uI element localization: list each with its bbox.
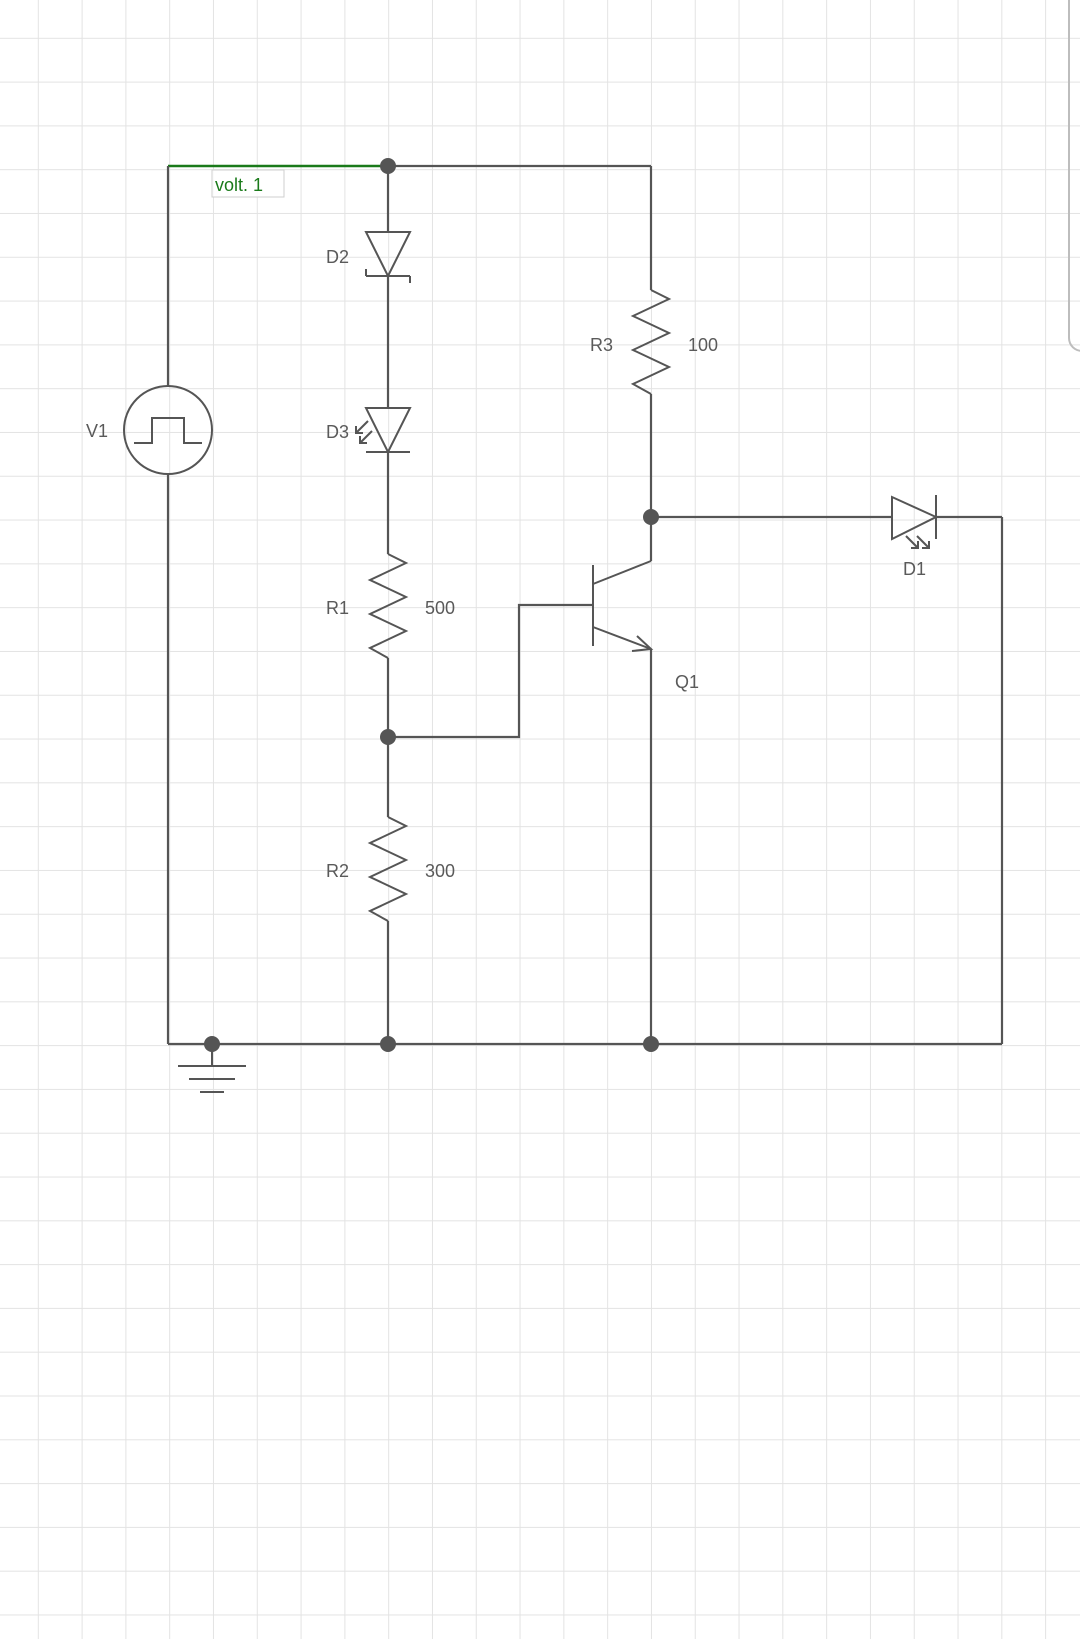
voltage-probe[interactable]: volt. 1 <box>211 169 285 198</box>
d3-label: D3 <box>326 422 349 442</box>
emitter-arrow-icon <box>631 635 654 652</box>
junction-node[interactable] <box>204 1036 220 1052</box>
junction-node[interactable] <box>643 1036 659 1052</box>
r2-value: 300 <box>425 861 455 881</box>
side-panel-handle[interactable] <box>1068 0 1080 352</box>
wire-base[interactable] <box>388 603 593 739</box>
npn-transistor-q1[interactable] <box>592 560 654 652</box>
junction-node[interactable] <box>380 729 396 745</box>
voltage-source-v1[interactable] <box>123 385 213 475</box>
incoming-light-arrows-icon <box>355 420 373 444</box>
r1-value: 500 <box>425 598 455 618</box>
square-wave-icon <box>134 417 202 444</box>
voltage-probe-label: volt. 1 <box>215 175 263 195</box>
light-emission-arrows-icon <box>905 535 930 549</box>
r3-label: R3 <box>590 335 613 355</box>
r2-label: R2 <box>326 861 349 881</box>
wires <box>166 164 1004 1046</box>
d2-label: D2 <box>326 247 349 267</box>
zener-diode-d2[interactable] <box>364 231 412 283</box>
junction-node[interactable] <box>380 158 396 174</box>
resistor-r1[interactable] <box>367 553 409 659</box>
q1-label: Q1 <box>675 672 699 692</box>
d1-label: D1 <box>903 559 926 579</box>
r1-label: R1 <box>326 598 349 618</box>
led-d1[interactable] <box>891 495 939 549</box>
junction-node[interactable] <box>643 509 659 525</box>
junction-node[interactable] <box>380 1036 396 1052</box>
junction-nodes <box>204 158 659 1052</box>
photodiode-d3[interactable] <box>355 407 412 455</box>
v1-label: V1 <box>86 421 108 441</box>
resistor-r3[interactable] <box>630 289 672 395</box>
r3-value: 100 <box>688 335 718 355</box>
resistor-r2[interactable] <box>367 816 409 922</box>
